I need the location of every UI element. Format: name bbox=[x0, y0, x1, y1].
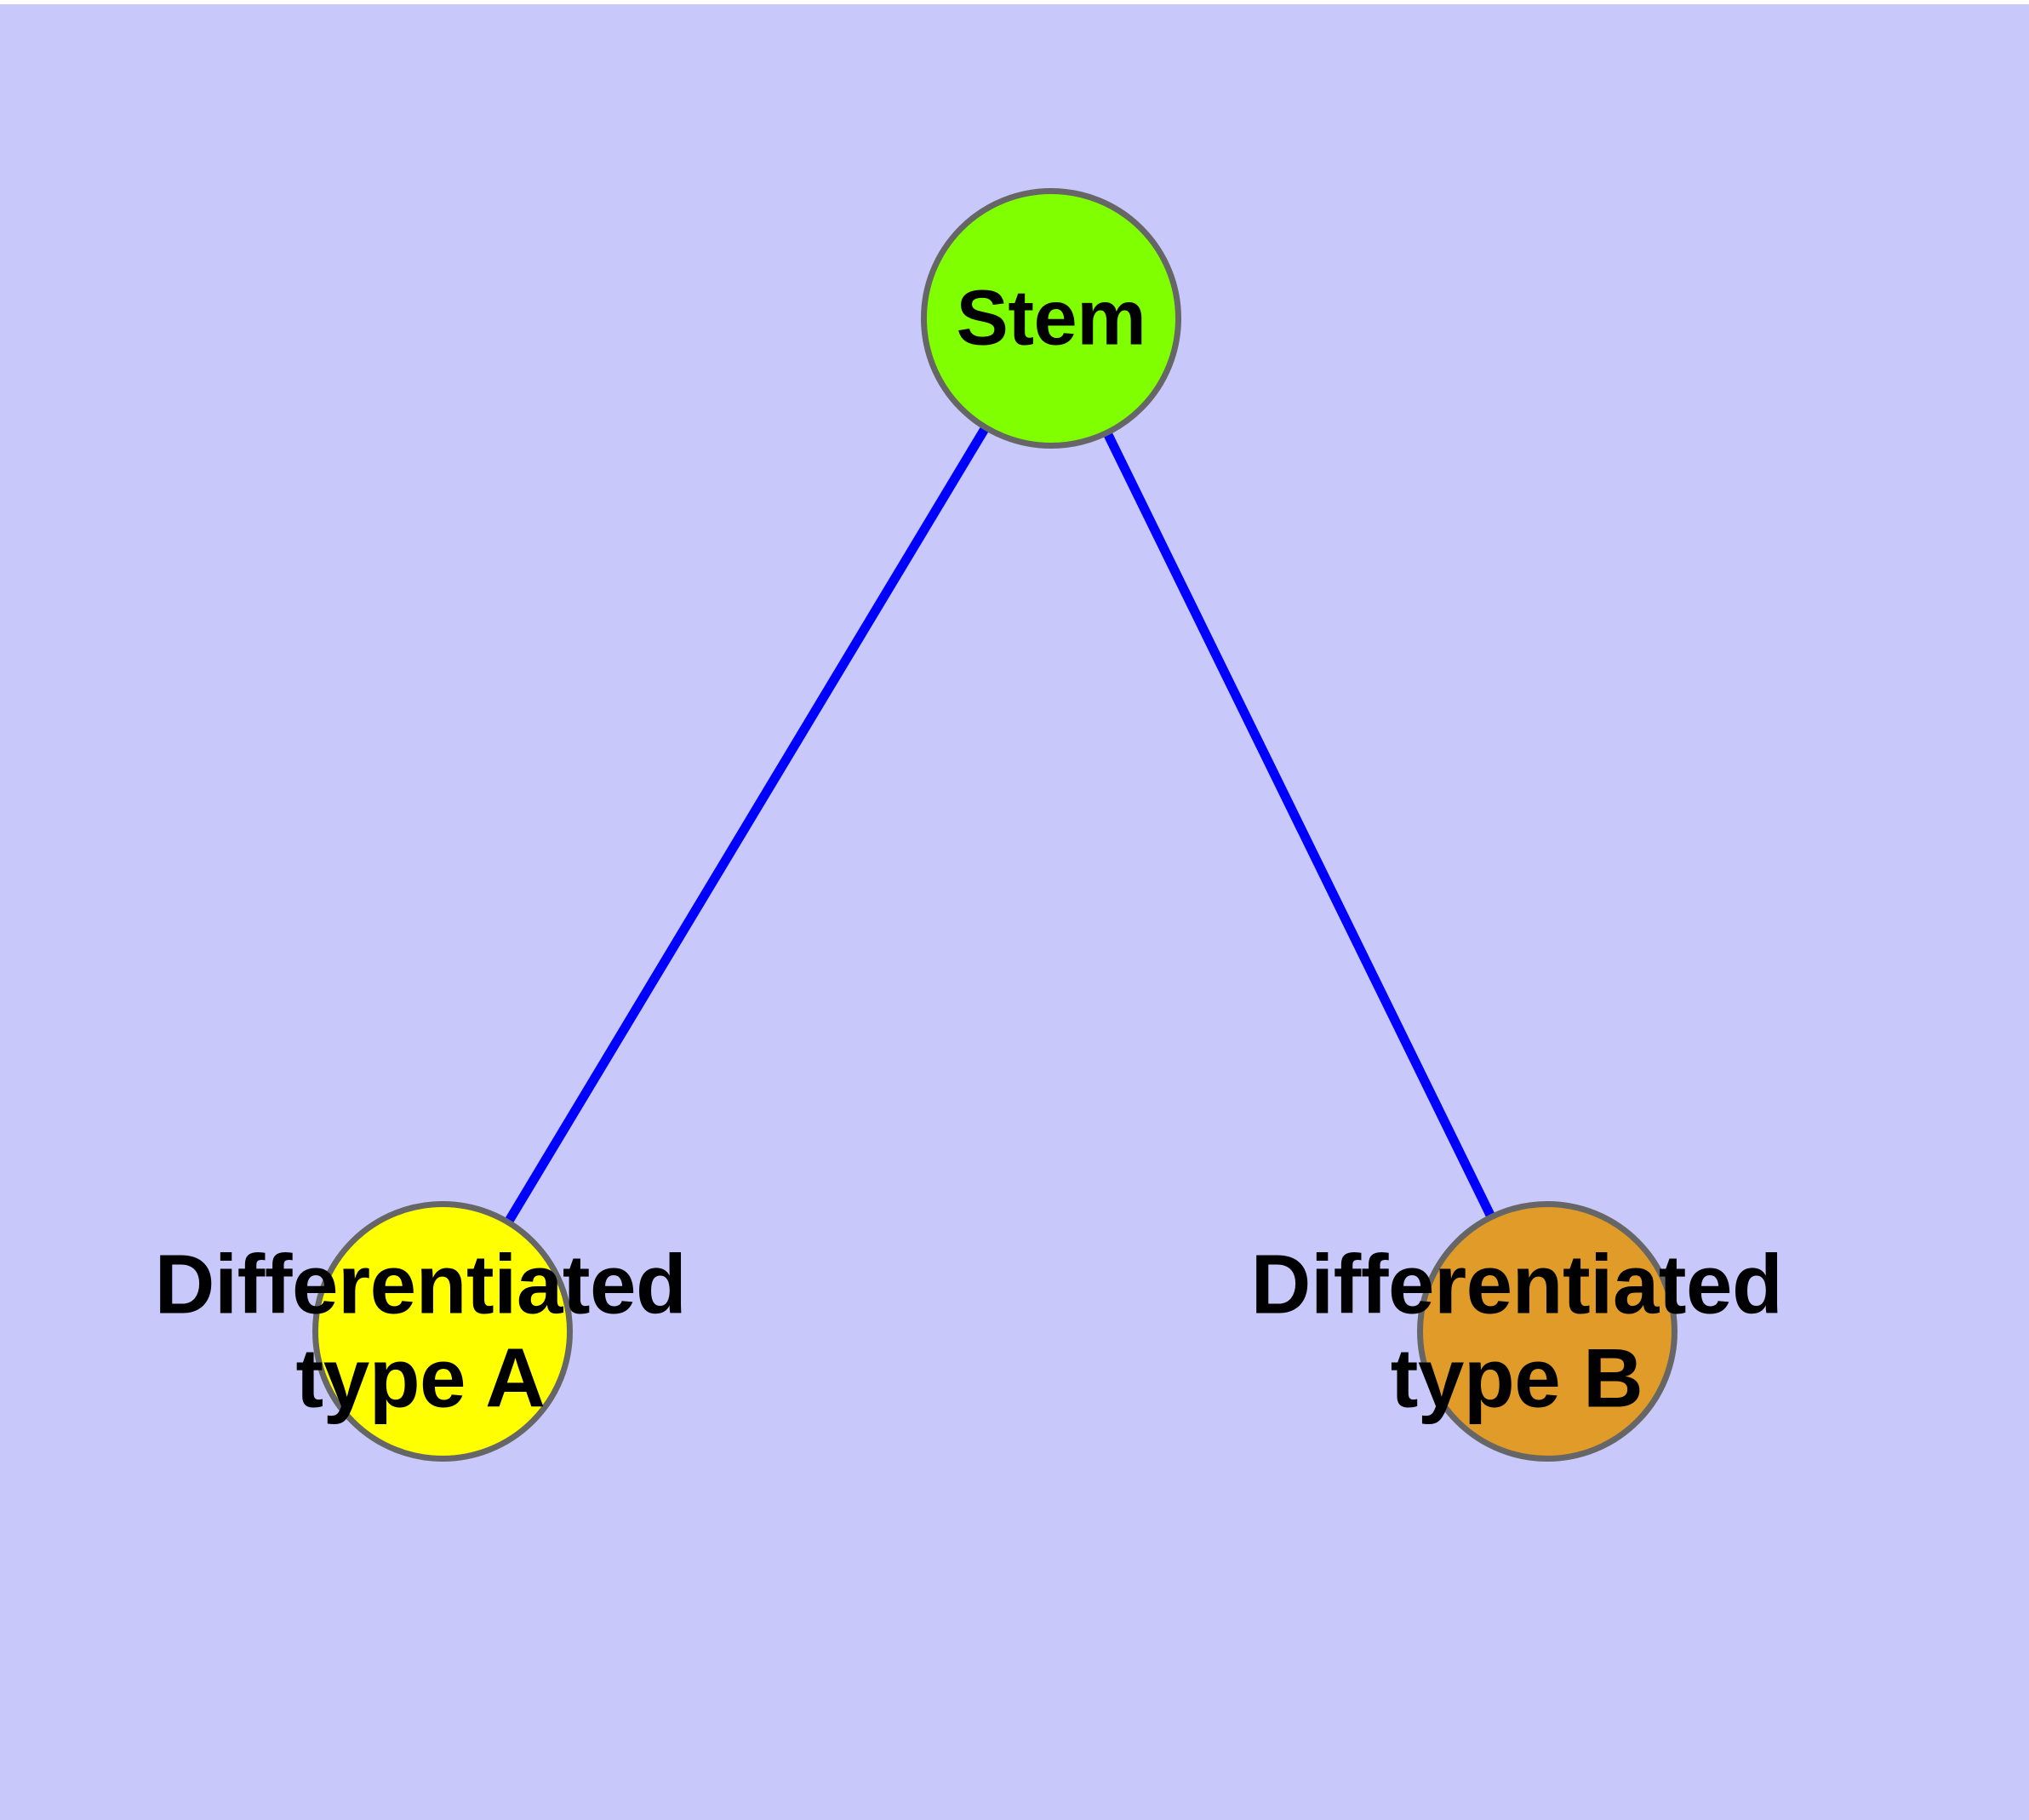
graph-node-diff_a[interactable] bbox=[312, 1201, 573, 1462]
graph-edge-stem-to-diff_b bbox=[1103, 432, 1495, 1218]
graph-svg bbox=[312, 188, 1677, 1462]
graph-edge-stem-to-diff_a bbox=[505, 426, 989, 1224]
edge-layer bbox=[505, 426, 1495, 1224]
graph-node-stem[interactable] bbox=[921, 188, 1181, 449]
graph-node-diff_b[interactable] bbox=[1417, 1201, 1677, 1462]
node-layer bbox=[312, 188, 1677, 1462]
